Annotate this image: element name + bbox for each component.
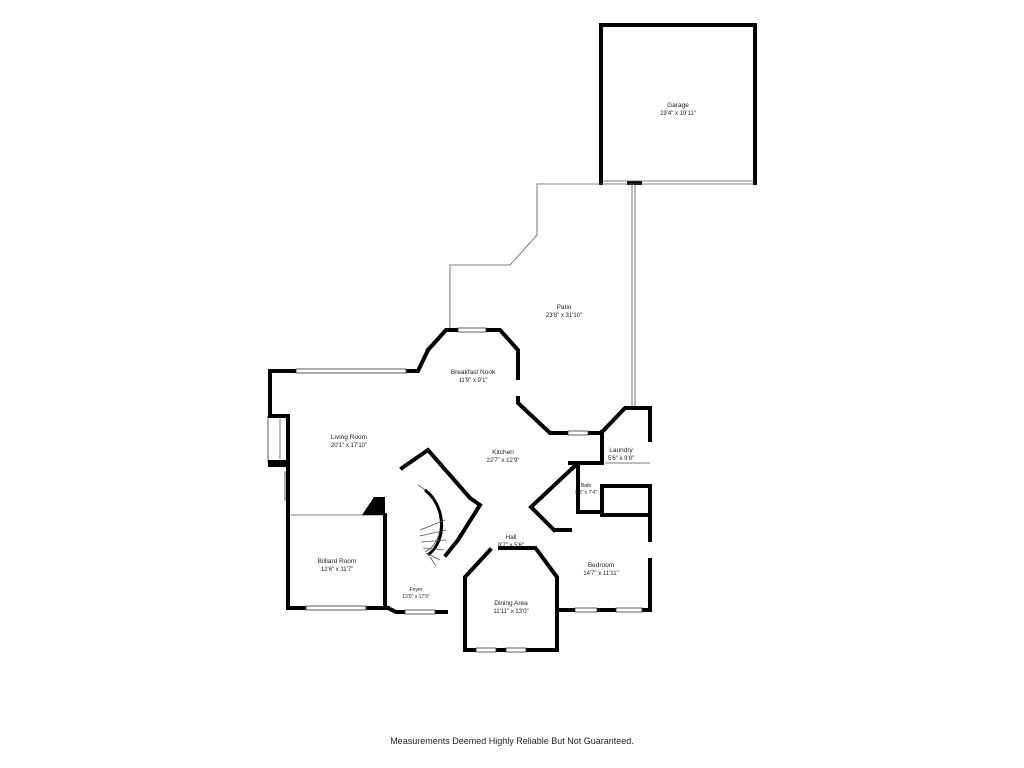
hall-name: Hall [505,534,517,541]
living-room-walls [267,347,431,501]
bath-dims: 9'8" x 7'4" [575,490,597,496]
breakfast-nook-walls [425,327,602,436]
staircase [399,447,483,567]
bedroom-walls [555,513,652,613]
bedroom-name: Bedroom [588,562,614,569]
disclaimer-text: Measurements Deemed Highly Reliable But … [390,736,634,746]
laundry-name: Laundry [609,447,633,454]
bedroom-dims: 14'7" x 11'11" [583,571,618,577]
dining-area-name: Dining Area [494,600,528,607]
foyer-walls [385,605,448,615]
billiard-room-dims: 12'6" x 11'7" [321,567,353,573]
laundry-walls [599,406,652,517]
living-room-name: Living Room [331,434,367,441]
billiard-room-name: Billiard Room [318,558,357,565]
foyer-dims: 13'0" x 17'9" [402,594,430,600]
patio-name: Patio [557,304,572,311]
laundry-dims: 5'6" x 9'8" [608,456,634,462]
bath-walls [528,461,602,533]
garage-name: Garage [667,102,689,109]
kitchen-dims: 22'7" x 12'9" [487,458,520,464]
dining-area-walls [463,546,559,653]
patio-dims: 23'8" x 31'10" [546,313,582,319]
room-labels: Garage 19'4" x 19'11" Patio 23'8" x 31'1… [318,102,696,615]
patio-outline [449,183,636,408]
foyer-name: Foyer [410,587,423,593]
garage-walls [599,23,757,185]
billiard-room-walls [286,463,390,611]
bath-name: Bath [581,483,592,489]
hall-dims: 9'7" x 5'6" [498,543,524,549]
breakfast-nook-name: Breakfast Nook [451,369,496,376]
garage-dims: 19'4" x 19'11" [660,111,696,117]
dining-area-dims: 11'11" x 13'0" [493,609,528,615]
breakfast-nook-dims: 11'9" x 9'1" [458,378,487,384]
living-room-dims: 20'1" x 17'10" [331,443,367,449]
kitchen-name: Kitchen [492,449,514,456]
